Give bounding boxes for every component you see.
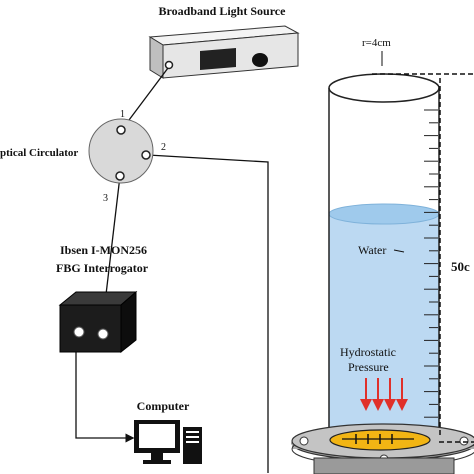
pressure-arrows — [360, 378, 408, 411]
scale-ticks — [424, 109, 438, 418]
bolt-left — [299, 436, 309, 446]
fiber-interrogator-to-computer — [75, 333, 135, 443]
port-1-label: 1 — [120, 109, 125, 120]
port-3-label: 3 — [103, 193, 108, 204]
bolt-right — [459, 436, 469, 446]
interrogator-device — [58, 290, 138, 354]
display-screen — [200, 48, 236, 70]
stand — [313, 457, 455, 474]
fbg-grating-marks — [342, 434, 414, 444]
interrogator-label-line1: Ibsen I-MON256 — [60, 243, 147, 257]
fiber-port2-to-tank — [147, 154, 269, 473]
fiber-source-to-port1 — [122, 67, 169, 129]
radius-label: r=4cm — [362, 37, 391, 49]
port-2 — [141, 150, 151, 160]
measuring-cylinder — [291, 73, 474, 474]
computer-label: Computer — [137, 399, 190, 413]
knob — [252, 53, 268, 67]
pressure-label-line2: Pressure — [348, 360, 389, 374]
light-source-device — [148, 25, 300, 79]
pressure-label-line1: Hydrostatic — [340, 345, 396, 359]
cylinder-rim — [328, 73, 440, 103]
water-surface — [328, 203, 440, 225]
port-3 — [115, 171, 125, 181]
water-label: Water — [358, 243, 386, 257]
light-source-label: Broadband Light Source — [159, 4, 287, 18]
computer-icon — [134, 420, 202, 464]
output-port — [164, 60, 174, 70]
optical-circulator — [88, 118, 154, 184]
interrogator-label-line2: FBG Interrogator — [56, 261, 149, 275]
dimension-lines — [372, 73, 474, 443]
circulator-label: ptical Circulator — [0, 147, 78, 159]
interrogator-port-a — [73, 326, 85, 338]
water-body — [329, 214, 439, 442]
interrogator-port-b — [97, 328, 109, 340]
height-label: 50c — [451, 259, 470, 274]
port-2-label: 2 — [161, 142, 166, 153]
port-1 — [116, 125, 126, 135]
